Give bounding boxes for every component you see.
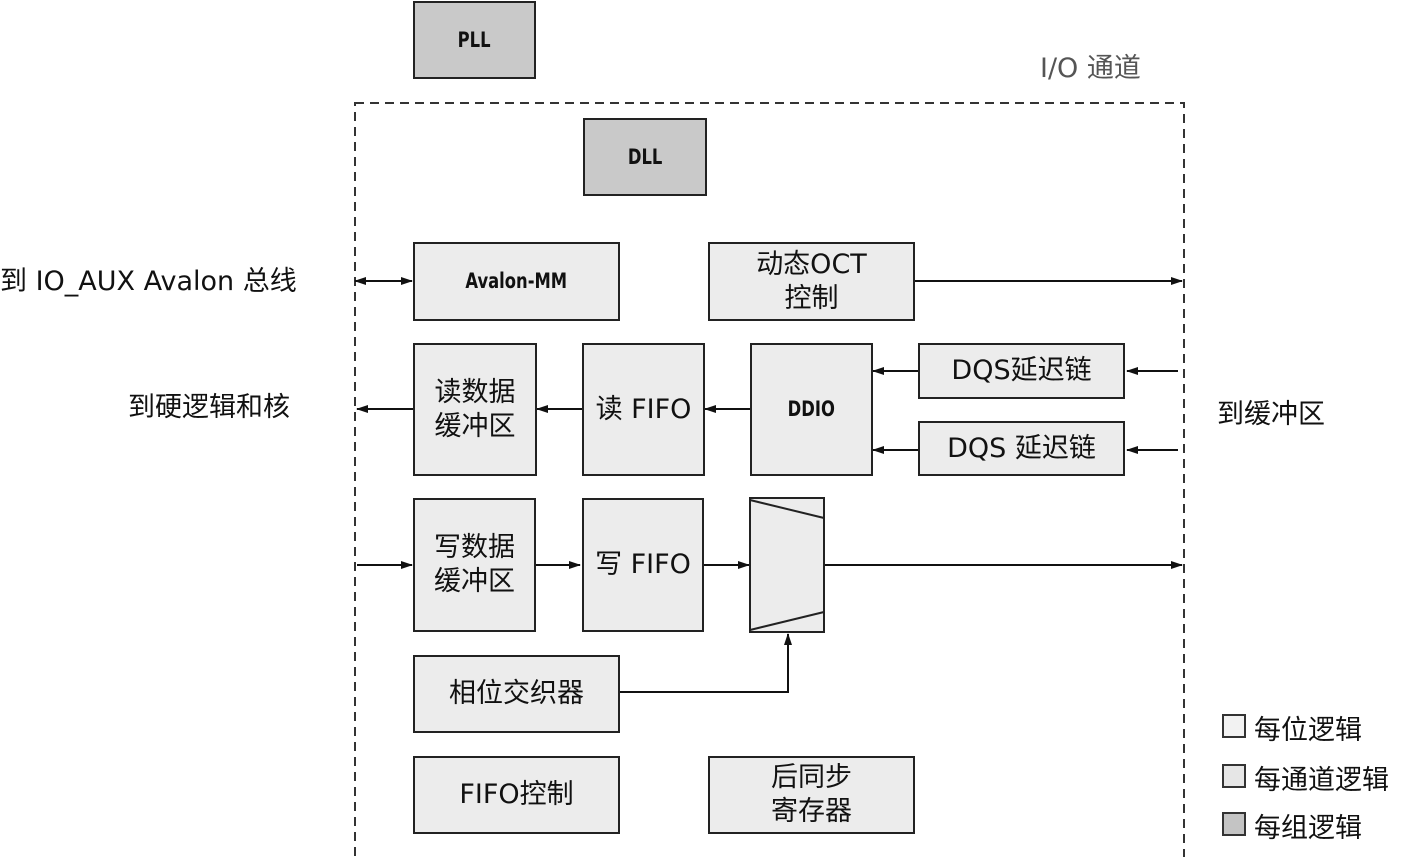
to-buffer-label: 到缓冲区 xyxy=(1217,399,1325,430)
read-buffer-label-1: 读数据 xyxy=(434,376,516,408)
mux-slant-top xyxy=(749,499,825,519)
dqs-delay-label-2: DQS 延迟链 xyxy=(947,432,1096,464)
dynamic-oct-label-2: 控制 xyxy=(784,282,839,314)
dqs-delay-chain-2: DQS 延迟链 xyxy=(918,421,1125,476)
dll-block: DLL xyxy=(583,118,707,196)
mux-slant-bottom xyxy=(749,611,825,631)
dynamic-oct-label-1: 动态OCT xyxy=(756,248,867,280)
phase-to-mux-arrow xyxy=(620,633,792,693)
write-data-buffer-block: 写数据 缓冲区 xyxy=(413,498,536,632)
pll-block: PLL xyxy=(413,1,536,79)
fifo-control-block: FIFO控制 xyxy=(413,756,620,834)
avalon-mm-block: Avalon-MM xyxy=(413,242,620,321)
to-io-aux-label: 到 IO_AUX Avalon 总线 xyxy=(0,266,297,297)
pll-label: PLL xyxy=(458,27,491,52)
legend-swatch-per-group xyxy=(1222,812,1246,836)
post-sync-label-1: 后同步 xyxy=(771,762,852,794)
legend-swatch-per-channel xyxy=(1222,764,1246,788)
legend-label-per-group: 每组逻辑 xyxy=(1254,813,1362,844)
fifo-control-label: FIFO控制 xyxy=(459,779,574,811)
write-fifo-label: 写 FIFO xyxy=(595,549,691,581)
read-buffer-label-2: 缓冲区 xyxy=(434,410,516,442)
read-fifo-block: 读 FIFO xyxy=(582,343,705,476)
ddio-block: DDIO xyxy=(750,343,873,476)
phase-aligner-block: 相位交织器 xyxy=(413,655,620,733)
read-data-buffer-block: 读数据 缓冲区 xyxy=(413,343,537,476)
avalon-mm-label: Avalon-MM xyxy=(465,269,568,294)
write-fifo-block: 写 FIFO xyxy=(582,498,704,632)
dqs-delay-label-1: DQS延迟链 xyxy=(951,355,1092,387)
post-sync-label-2: 寄存器 xyxy=(771,796,852,827)
legend-label-per-bit: 每位逻辑 xyxy=(1254,715,1362,746)
io-channel-frame xyxy=(354,102,1185,857)
phase-aligner-label: 相位交织器 xyxy=(449,678,584,710)
write-buffer-label-1: 写数据 xyxy=(434,532,515,564)
legend-label-per-channel: 每通道逻辑 xyxy=(1254,765,1389,796)
to-core-label: 到硬逻辑和核 xyxy=(128,392,290,423)
post-sync-register-block: 后同步 寄存器 xyxy=(708,756,915,834)
dll-label: DLL xyxy=(627,144,663,169)
ddio-label: DDIO xyxy=(787,397,836,422)
dqs-delay-chain-1: DQS延迟链 xyxy=(918,343,1125,399)
legend-swatch-per-bit xyxy=(1222,714,1246,738)
output-mux xyxy=(749,497,825,633)
write-buffer-label-2: 缓冲区 xyxy=(434,566,515,597)
read-fifo-label: 读 FIFO xyxy=(595,393,692,425)
io-channel-label: I/O 通道 xyxy=(1040,53,1141,84)
dynamic-oct-block: 动态OCT 控制 xyxy=(708,242,915,321)
